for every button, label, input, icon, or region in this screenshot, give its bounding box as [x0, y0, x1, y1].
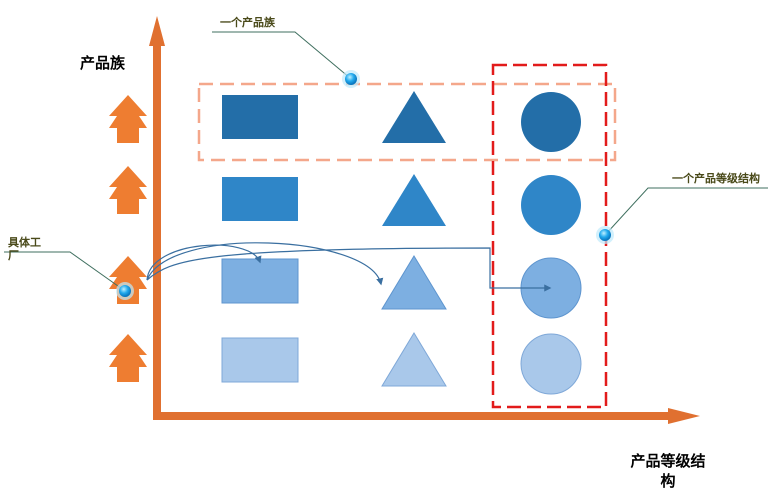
callout-lines: [4, 31, 768, 292]
up-arrow-icon: [109, 166, 147, 214]
factory-connectors: [146, 242, 552, 292]
product-grid: [221, 91, 582, 395]
connector-to-triangle: [146, 242, 384, 286]
callout-product-grade: 一个产品等级结构: [672, 172, 760, 185]
callout-product-family: 一个产品族: [220, 16, 275, 29]
x-axis-label: 产品等级结构: [630, 452, 706, 490]
triangle-icon: [381, 255, 447, 310]
rectangle-icon: [222, 95, 298, 139]
rectangle-icon: [221, 337, 299, 383]
up-arrow-icon: [109, 334, 147, 382]
axes: [149, 16, 700, 424]
triangle-icon: [381, 332, 447, 387]
callout-line-factory: [4, 251, 126, 292]
triangle-icon: [382, 174, 446, 226]
triangle-icon: [382, 91, 446, 143]
callout-line-grade: [605, 187, 768, 235]
connector-to-circle: [146, 247, 552, 292]
callout-concrete-factory: 具体工厂: [8, 236, 41, 262]
callout-dot-icon: [345, 73, 357, 85]
up-arrow-icon: [109, 95, 147, 143]
callout-dot-icon: [599, 229, 611, 241]
circle-icon: [521, 92, 581, 152]
x-axis-arrowhead: [668, 408, 700, 424]
circle-icon: [520, 333, 582, 395]
y-axis-arrowhead: [149, 16, 165, 46]
product-family-box: [197, 82, 617, 162]
y-axis-label: 产品族: [80, 54, 126, 72]
circle-icon: [521, 175, 581, 235]
callout-line-family: [212, 31, 351, 79]
rectangle-icon: [221, 258, 299, 304]
callout-dot-icon: [119, 285, 131, 297]
rectangle-icon: [222, 177, 298, 221]
factory-arrows: [109, 95, 147, 382]
